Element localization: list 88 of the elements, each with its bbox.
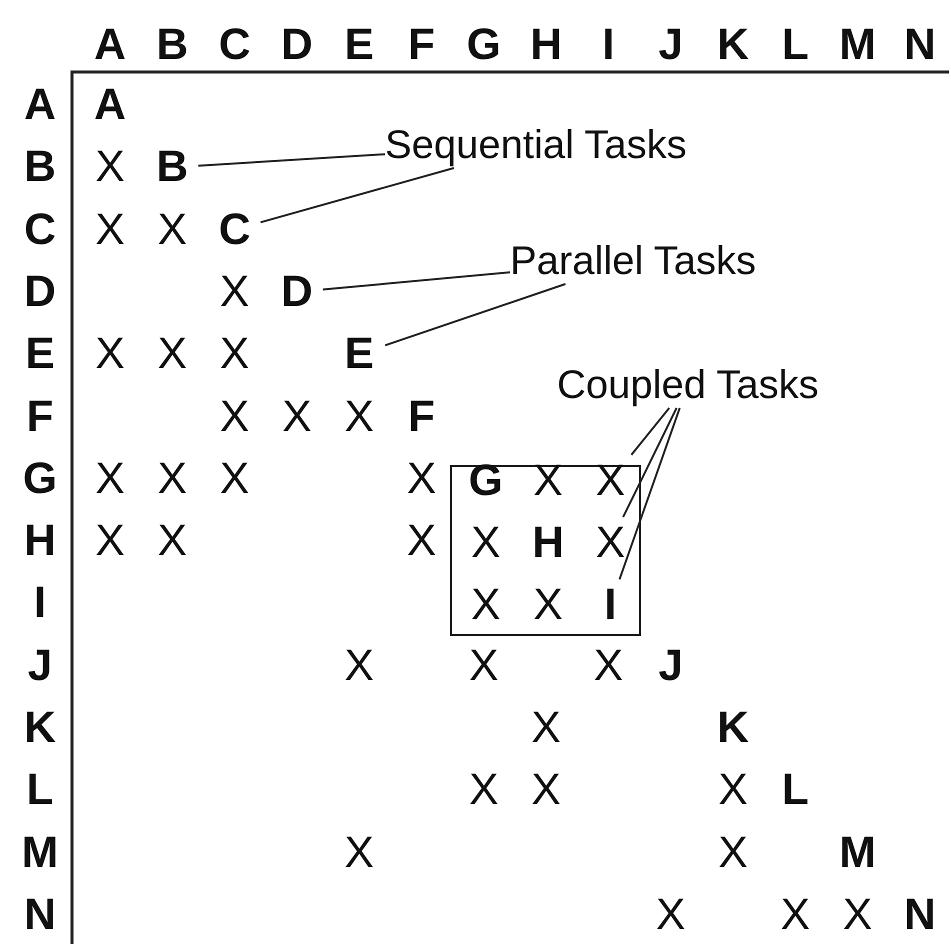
- task-label: J: [657, 640, 684, 692]
- column-header: J: [657, 19, 684, 71]
- dependency-mark: X: [842, 888, 874, 941]
- column-header: D: [280, 19, 314, 71]
- dependency-mark: X: [406, 452, 438, 505]
- row-header: D: [23, 266, 57, 318]
- leader-line: [630, 407, 670, 456]
- callout-text: Parallel Tasks: [510, 238, 756, 284]
- dependency-mark: X: [522, 454, 574, 507]
- task-label: L: [780, 764, 810, 816]
- row-header: G: [22, 452, 58, 505]
- task-label: E: [333, 328, 386, 380]
- dependency-mark: X: [460, 579, 512, 632]
- dependency-mark: X: [344, 640, 375, 692]
- column-header: G: [466, 19, 502, 71]
- dependency-mark: X: [592, 640, 624, 692]
- dependency-mark: X: [218, 390, 250, 442]
- column-header: H: [529, 19, 563, 71]
- dependency-mark: X: [655, 888, 686, 941]
- dependency-mark: X: [156, 204, 188, 256]
- task-label: N: [903, 888, 937, 941]
- row-header: J: [26, 640, 54, 692]
- row-header: L: [26, 764, 54, 816]
- dependency-mark: X: [460, 517, 512, 570]
- row-header: K: [23, 702, 57, 754]
- task-label: A: [93, 79, 127, 131]
- callout-text: Coupled Tasks: [557, 362, 819, 408]
- row-header: I: [32, 577, 48, 630]
- dependency-mark: X: [344, 390, 375, 442]
- leader-line: [260, 167, 454, 224]
- dependency-mark: X: [522, 579, 574, 632]
- dependency-mark: X: [780, 888, 811, 941]
- leader-line: [622, 408, 678, 518]
- dependency-mark: X: [218, 452, 250, 505]
- row-header: F: [26, 390, 54, 442]
- leader-line: [322, 271, 510, 290]
- task-label: B: [146, 141, 198, 194]
- coupling-box: [450, 465, 641, 636]
- dependency-mark: X: [94, 328, 126, 380]
- dependency-mark: X: [584, 454, 636, 507]
- row-header: C: [23, 204, 57, 256]
- column-header: N: [903, 19, 937, 71]
- column-header: K: [716, 19, 750, 71]
- dependency-mark: X: [94, 204, 126, 256]
- column-header: M: [838, 19, 877, 71]
- leader-line: [384, 283, 566, 346]
- dependency-mark: X: [530, 764, 562, 816]
- row-header: B: [23, 141, 57, 194]
- task-label: G: [460, 454, 512, 507]
- dependency-mark: X: [717, 764, 749, 816]
- column-header: E: [344, 19, 375, 71]
- task-label: F: [407, 390, 436, 442]
- column-header: B: [155, 19, 190, 71]
- task-label: D: [270, 266, 323, 318]
- column-header: C: [218, 19, 252, 71]
- column-header: F: [407, 19, 436, 71]
- callout-text: Sequential Tasks: [385, 122, 687, 168]
- task-label: C: [208, 204, 261, 256]
- dependency-mark: X: [406, 515, 438, 568]
- task-label: I: [584, 579, 636, 632]
- dependency-mark: X: [584, 517, 636, 570]
- leader-line: [198, 153, 386, 167]
- dependency-mark: X: [281, 390, 313, 442]
- task-label: M: [838, 826, 877, 879]
- dependency-mark: X: [94, 141, 126, 194]
- row-header: A: [23, 79, 57, 131]
- task-label: K: [716, 702, 750, 754]
- column-header: I: [601, 19, 616, 71]
- task-label: H: [522, 517, 574, 570]
- dependency-mark: X: [218, 266, 250, 318]
- dependency-mark: X: [530, 702, 562, 754]
- dependency-mark: X: [156, 515, 188, 568]
- dependency-mark: X: [717, 826, 749, 879]
- dependency-mark: X: [94, 452, 126, 505]
- row-header: E: [24, 328, 56, 380]
- column-header: A: [93, 19, 127, 71]
- row-header: M: [20, 826, 60, 879]
- dependency-mark: X: [156, 452, 188, 505]
- dependency-mark: X: [218, 328, 250, 380]
- leader-line: [618, 408, 681, 580]
- row-header: H: [23, 515, 57, 568]
- dependency-mark: X: [468, 640, 500, 692]
- column-header: L: [780, 19, 810, 71]
- dependency-mark: X: [344, 826, 375, 879]
- dependency-mark: X: [94, 515, 126, 568]
- dependency-mark: X: [156, 328, 188, 380]
- row-header: N: [23, 888, 57, 941]
- dependency-mark: X: [468, 764, 500, 816]
